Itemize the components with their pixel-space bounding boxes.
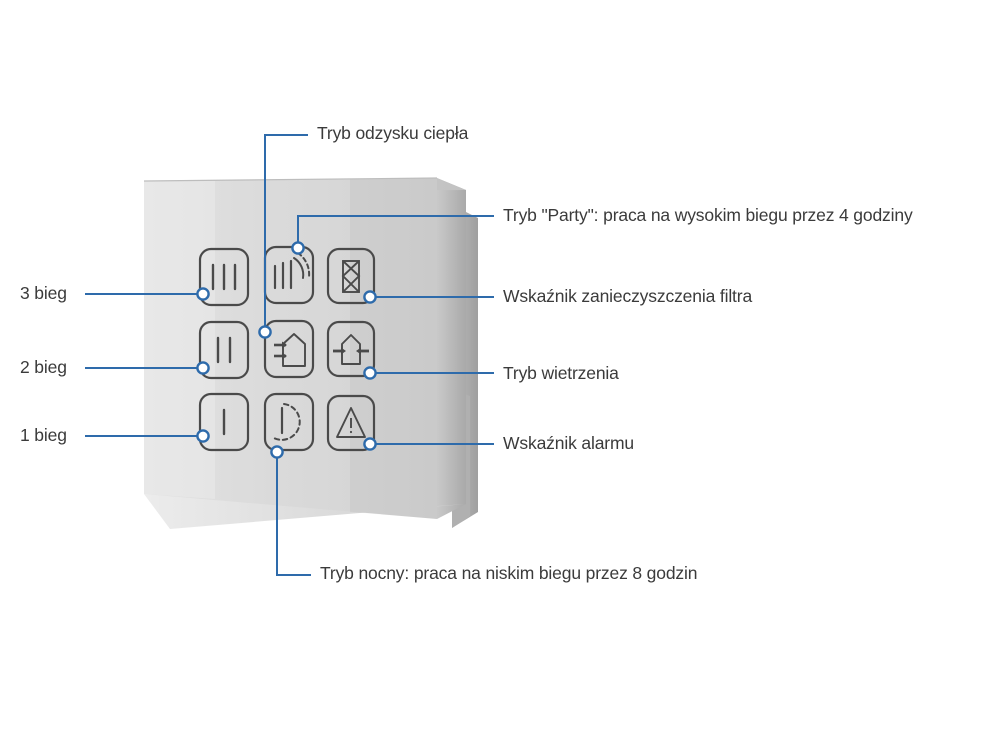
button-ventilation-outline bbox=[326, 320, 376, 378]
marker-speed-1[interactable] bbox=[196, 429, 210, 443]
button-filter-indicator-outline bbox=[326, 247, 376, 305]
button-speed-3[interactable] bbox=[198, 247, 250, 307]
keypad bbox=[198, 245, 376, 452]
callout-label-speed-3: 3 bieg bbox=[20, 283, 67, 303]
button-night-mode-outline bbox=[263, 392, 315, 452]
house-recirculate-icon bbox=[274, 333, 306, 367]
button-heat-recovery[interactable] bbox=[263, 319, 315, 379]
panel-bottom-face bbox=[144, 494, 466, 529]
leader-night-mode bbox=[276, 452, 311, 576]
callout-label-heat-recovery: Tryb odzysku ciepła bbox=[317, 123, 469, 143]
filter-icon bbox=[341, 260, 361, 293]
button-alarm-indicator-outline bbox=[326, 394, 376, 452]
callout-label-night-mode: Tryb nocny: praca na niskim biegu przez … bbox=[320, 563, 698, 583]
panel-top-seam bbox=[143, 177, 438, 182]
marker-ventilation-mode[interactable] bbox=[363, 366, 377, 380]
marker-party-mode[interactable] bbox=[291, 241, 305, 255]
moon-timer-icon bbox=[271, 403, 301, 441]
button-heat-recovery-outline bbox=[263, 319, 315, 379]
marker-filter-indicator[interactable] bbox=[363, 290, 377, 304]
leader-party-mode bbox=[297, 215, 494, 248]
three-bars-icon bbox=[211, 263, 237, 291]
button-night-mode[interactable] bbox=[263, 392, 315, 452]
marker-heat-recovery[interactable] bbox=[258, 325, 272, 339]
callout-label-ventilation-mode: Tryb wietrzenia bbox=[503, 363, 619, 383]
callout-label-filter-indicator: Wskaźnik zanieczyszczenia filtra bbox=[503, 286, 753, 306]
control-panel-device bbox=[143, 177, 478, 529]
marker-speed-2[interactable] bbox=[196, 361, 210, 375]
button-speed-2-outline bbox=[198, 320, 250, 380]
callout-markers bbox=[196, 241, 377, 459]
panel-face-highlight bbox=[144, 180, 215, 499]
callout-label-speed-1: 1 bieg bbox=[20, 425, 67, 445]
panel-side-face bbox=[437, 178, 466, 519]
marker-night-mode[interactable] bbox=[270, 445, 284, 459]
panel-face-shading bbox=[350, 178, 437, 519]
callout-label-speed-2: 2 bieg bbox=[20, 357, 67, 377]
fan-boost-icon bbox=[273, 252, 311, 290]
marker-speed-3[interactable] bbox=[196, 287, 210, 301]
button-filter-indicator[interactable] bbox=[326, 247, 376, 305]
warning-triangle-icon bbox=[336, 407, 366, 438]
button-ventilation[interactable] bbox=[326, 320, 376, 378]
two-bars-icon bbox=[216, 336, 232, 364]
callout-lines bbox=[85, 134, 494, 576]
callout-label-alarm-indicator: Wskaźnik alarmu bbox=[503, 433, 634, 453]
house-airflow-icon bbox=[333, 334, 369, 365]
button-speed-2[interactable] bbox=[198, 320, 250, 380]
button-speed-3-outline bbox=[198, 247, 250, 307]
button-speed-1[interactable] bbox=[198, 392, 250, 452]
button-speed-1-outline bbox=[198, 392, 250, 452]
callout-label-party-mode: Tryb "Party": praca na wysokim biegu prz… bbox=[503, 205, 913, 225]
marker-alarm-indicator[interactable] bbox=[363, 437, 377, 451]
leader-heat-recovery bbox=[264, 134, 308, 332]
button-alarm-indicator[interactable] bbox=[326, 394, 376, 452]
